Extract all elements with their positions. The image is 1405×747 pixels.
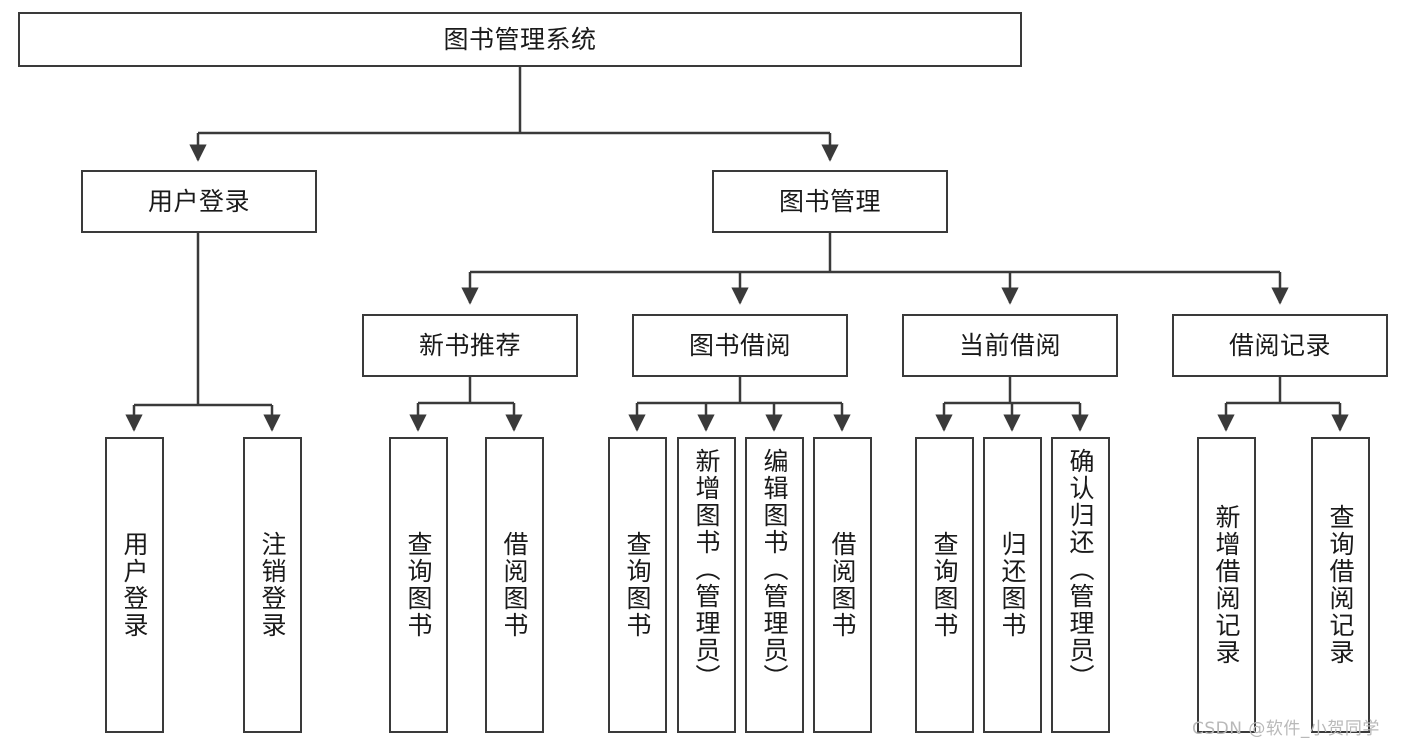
node-label: 编辑图书（管理员） — [760, 448, 789, 691]
node-label: 查询图书 — [404, 531, 433, 639]
node-label: 新增图书（管理员） — [692, 448, 721, 691]
node-label: 新增借阅记录 — [1212, 504, 1241, 666]
leaf-current-return-book[interactable]: 归还图书 — [983, 437, 1042, 733]
node-label: 图书借阅 — [688, 331, 791, 360]
leaf-recommend-query-book[interactable]: 查询图书 — [389, 437, 448, 733]
node-label: 用户登录 — [147, 187, 250, 216]
node-book-borrow[interactable]: 图书借阅 — [632, 314, 848, 377]
node-new-book-recommend[interactable]: 新书推荐 — [362, 314, 578, 377]
node-label: 查询图书 — [623, 531, 652, 639]
leaf-current-confirm-return-admin[interactable]: 确认归还（管理员） — [1051, 437, 1110, 733]
node-current-borrow[interactable]: 当前借阅 — [902, 314, 1118, 377]
node-label: 归还图书 — [998, 531, 1027, 639]
node-label: 用户登录 — [120, 531, 149, 639]
leaf-record-add-record[interactable]: 新增借阅记录 — [1197, 437, 1256, 733]
node-label: 借阅图书 — [500, 531, 529, 639]
node-root-system[interactable]: 图书管理系统 — [18, 12, 1022, 67]
leaf-borrow-query-book[interactable]: 查询图书 — [608, 437, 667, 733]
node-label: 注销登录 — [258, 531, 287, 639]
node-label: 新书推荐 — [418, 331, 521, 360]
node-label: 当前借阅 — [958, 331, 1061, 360]
node-book-management[interactable]: 图书管理 — [712, 170, 948, 233]
leaf-borrow-add-book-admin[interactable]: 新增图书（管理员） — [677, 437, 736, 733]
node-borrow-record[interactable]: 借阅记录 — [1172, 314, 1388, 377]
node-label: 图书管理 — [778, 187, 881, 216]
node-label: 查询借阅记录 — [1326, 504, 1355, 666]
leaf-record-query-record[interactable]: 查询借阅记录 — [1311, 437, 1370, 733]
leaf-borrow-borrow-book[interactable]: 借阅图书 — [813, 437, 872, 733]
leaf-current-query-book[interactable]: 查询图书 — [915, 437, 974, 733]
node-label: 查询图书 — [930, 531, 959, 639]
node-label: 确认归还（管理员） — [1066, 448, 1095, 691]
node-label: 借阅图书 — [828, 531, 857, 639]
node-user-login[interactable]: 用户登录 — [81, 170, 317, 233]
leaf-borrow-edit-book-admin[interactable]: 编辑图书（管理员） — [745, 437, 804, 733]
watermark: CSDN @软件_小贺同学 — [1192, 719, 1380, 739]
leaf-user-login-logout[interactable]: 注销登录 — [243, 437, 302, 733]
node-label: 图书管理系统 — [443, 25, 597, 54]
node-label: 借阅记录 — [1228, 331, 1331, 360]
leaf-recommend-borrow-book[interactable]: 借阅图书 — [485, 437, 544, 733]
leaf-user-login-login[interactable]: 用户登录 — [105, 437, 164, 733]
